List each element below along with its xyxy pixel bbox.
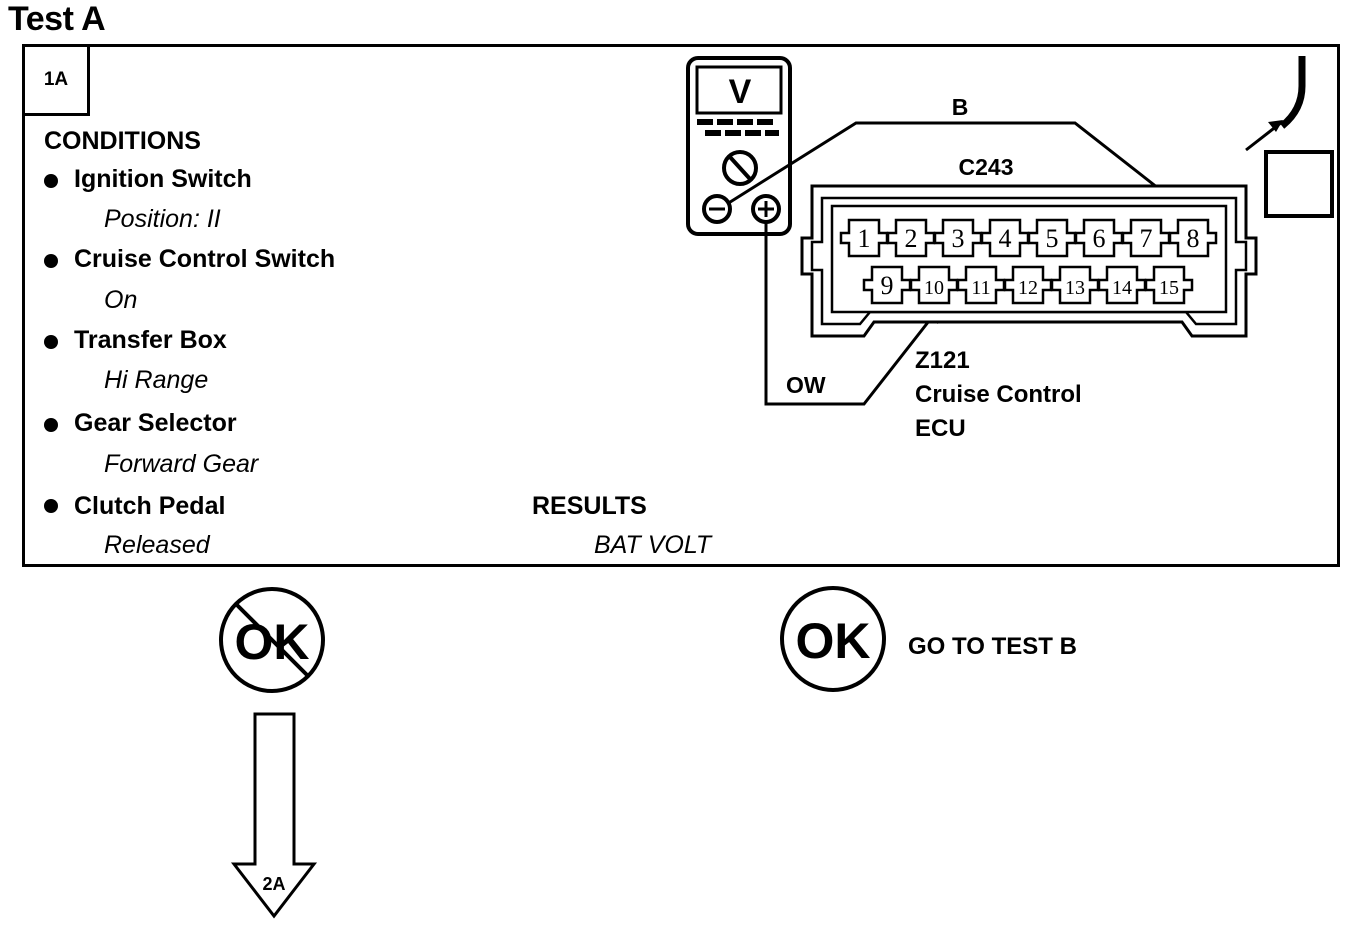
bullet-icon (44, 254, 58, 268)
connector-pin-1: 1 (839, 218, 889, 258)
pin-number: 6 (1093, 224, 1106, 253)
wire-b (726, 121, 1191, 215)
connector-pin-10: 10 (909, 265, 959, 305)
pin-number: 12 (1018, 277, 1038, 299)
connector-pin-2: 2 (886, 218, 936, 258)
pin-number: 13 (1065, 277, 1085, 299)
connector-pin-7: 7 (1121, 218, 1171, 258)
bullet-icon (44, 335, 58, 349)
connector-pin-6: 6 (1074, 218, 1124, 258)
pin-number: 3 (952, 224, 965, 253)
condition-label: Clutch Pedal (74, 492, 226, 520)
meter-unit: V (729, 73, 752, 111)
wire-label-ow: OW (786, 372, 826, 398)
pin-number: 4 (999, 224, 1012, 253)
connector-pin-8: 8 (1168, 218, 1218, 258)
component-code: Z121 (915, 347, 970, 374)
component-name: Cruise Control (915, 381, 1082, 408)
pin-number: 2 (905, 224, 918, 253)
pin-number: 5 (1046, 224, 1059, 253)
not-ok-icon: OK (219, 587, 325, 693)
condition-label: Transfer Box (74, 326, 227, 354)
connector-pin-15: 15 (1144, 265, 1194, 305)
condition-value: Forward Gear (104, 450, 259, 478)
component-name-line2: ECU (915, 415, 966, 442)
condition-value: Released (104, 531, 210, 559)
wire-ow (764, 222, 938, 406)
results-heading: RESULTS (532, 492, 647, 520)
conditions-heading: CONDITIONS (44, 127, 201, 155)
bullet-icon (44, 174, 58, 188)
page-title: Test A (8, 0, 106, 38)
next-step-label: 2A (262, 874, 285, 894)
connector-view-icon (1245, 56, 1334, 218)
test-panel (22, 44, 1340, 567)
pin-number: 11 (971, 277, 990, 299)
connector-pin-13: 13 (1050, 265, 1100, 305)
ok-icon: OK (780, 586, 886, 692)
pin-number: 10 (924, 277, 944, 299)
next-step-arrow: 2A (230, 712, 318, 919)
connector-pin-14: 14 (1097, 265, 1147, 305)
step-number-box: 1A (22, 44, 90, 116)
connector-pin-4: 4 (980, 218, 1030, 258)
connector-id: C243 (959, 154, 1014, 180)
connector-pin-3: 3 (933, 218, 983, 258)
connector-pin-5: 5 (1027, 218, 1077, 258)
ok-next-instruction: GO TO TEST B (908, 633, 1077, 660)
pin-number: 7 (1140, 224, 1153, 253)
pin-number: 15 (1159, 277, 1179, 299)
connector-pin-9: 9 (862, 265, 912, 305)
pin-number: 14 (1112, 277, 1132, 299)
connector-pin-11: 11 (956, 265, 1006, 305)
pin-number: 9 (881, 271, 894, 300)
connector-pin-12: 12 (1003, 265, 1053, 305)
bullet-icon (44, 499, 58, 513)
bullet-icon (44, 418, 58, 432)
condition-value: Position: II (104, 205, 221, 233)
multimeter-icon: V (686, 56, 792, 236)
pin-number: 1 (858, 224, 871, 253)
condition-label: Ignition Switch (74, 165, 252, 193)
condition-label: Cruise Control Switch (74, 245, 336, 273)
condition-value: Hi Range (104, 366, 209, 394)
results-value: BAT VOLT (594, 531, 712, 559)
pin-number: 8 (1187, 224, 1200, 253)
condition-value: On (104, 286, 138, 314)
wire-label-b: B (952, 94, 969, 120)
ok-label: OK (796, 613, 871, 669)
condition-label: Gear Selector (74, 409, 237, 437)
